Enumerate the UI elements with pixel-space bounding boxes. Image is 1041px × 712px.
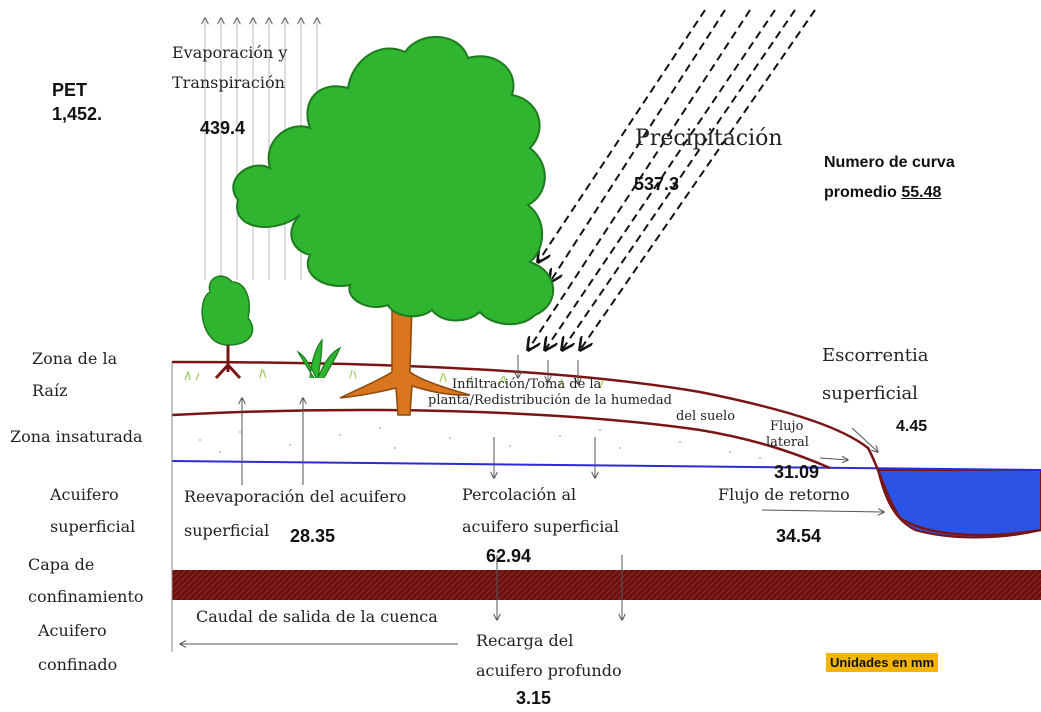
- units-badge: Unidades en mm: [826, 653, 939, 672]
- unsaturated-zone-label: Zona insaturada: [10, 427, 143, 446]
- water-table-line: [171, 460, 1041, 471]
- confining-layer: [172, 570, 1041, 600]
- lateral-flow-label-line1: Flujo: [770, 419, 804, 434]
- lateral-flow-label-line2: lateral: [766, 435, 809, 450]
- confined-aquifer-label-line2: confinado: [38, 655, 118, 674]
- infiltration-label-line1: Infiltración/Toma de la: [452, 377, 602, 392]
- small-plant: [201, 275, 254, 346]
- runoff-arrow: [851, 427, 878, 452]
- shallow-aquifer-label-line2: superficial: [50, 517, 136, 536]
- curve-number-value: 55.48: [901, 184, 942, 201]
- lateral-flow-value: 31.09: [774, 462, 820, 482]
- curve-number-label-line1: Numero de curva: [824, 154, 955, 171]
- revap-value: 28.35: [290, 526, 336, 546]
- evapotranspiration-label-line1: Evaporación y: [172, 43, 288, 62]
- curve-number-word: promedio: [824, 184, 897, 201]
- pet-value: 1,452.: [52, 104, 103, 124]
- root-zone-label-line1: Zona de la: [32, 349, 118, 368]
- evapotranspiration-value: 439.4: [200, 118, 246, 138]
- percolation-value: 62.94: [486, 546, 532, 566]
- precipitation-arrows: [528, 9, 816, 350]
- revap-label-line2: superficial: [184, 521, 270, 540]
- percolation-label-line1: Percolación al: [462, 485, 577, 504]
- runoff-value: 4.45: [896, 418, 928, 435]
- revap-label-line1: Reevaporación del acuifero: [184, 487, 407, 506]
- return-flow-value: 34.54: [776, 526, 822, 546]
- precipitation-value: 537.3: [634, 174, 680, 194]
- percolation-arrows: [494, 437, 595, 478]
- confining-layer-label-line2: confinamiento: [28, 587, 144, 606]
- tree-canopy: [232, 36, 555, 326]
- confining-layer-label-line1: Capa de: [28, 555, 95, 574]
- pet-label: PET: [52, 80, 88, 100]
- deep-recharge-label-line2: acuifero profundo: [476, 661, 622, 680]
- return-flow-arrow: [761, 510, 884, 512]
- basin-outflow-label: Caudal de salida de la cuenca: [196, 607, 438, 626]
- deep-recharge-arrows: [497, 555, 622, 620]
- grass-tuft: [296, 338, 342, 379]
- confined-aquifer-label-line1: Acuifero: [38, 621, 107, 640]
- tree-trunk: [339, 304, 471, 416]
- shallow-aquifer-label-line1: Acuifero: [50, 485, 119, 504]
- revap-arrows: [242, 398, 303, 485]
- infiltration-arrows: [518, 355, 578, 384]
- infiltration-label-line3: del suelo: [676, 409, 736, 424]
- precipitation-label: Precipitación: [635, 126, 783, 151]
- ground-surface: [171, 360, 1041, 537]
- lateral-flow-arrow: [819, 458, 848, 460]
- runoff-label-line1: Escorrentia: [822, 345, 929, 366]
- evapotranspiration-label-line2: Transpiración: [172, 73, 285, 92]
- percolation-label-line2: acuifero superficial: [462, 517, 619, 536]
- deep-recharge-value: 3.15: [516, 688, 552, 708]
- unsaturated-stipple: [199, 427, 761, 459]
- infiltration-label-line2: planta/Redistribución de la humedad: [428, 393, 672, 408]
- curve-number-label-line2: promedio 55.48: [824, 184, 941, 202]
- units-label: Unidades en mm: [826, 653, 939, 672]
- root-zone-label-line2: Raíz: [32, 381, 68, 400]
- grass: [184, 368, 604, 389]
- water-body: [876, 469, 1041, 539]
- deep-recharge-label-line1: Recarga del: [476, 631, 574, 650]
- runoff-label-line2: superficial: [822, 383, 918, 404]
- root-zone-boundary: [171, 408, 831, 470]
- return-flow-label: Flujo de retorno: [718, 485, 850, 504]
